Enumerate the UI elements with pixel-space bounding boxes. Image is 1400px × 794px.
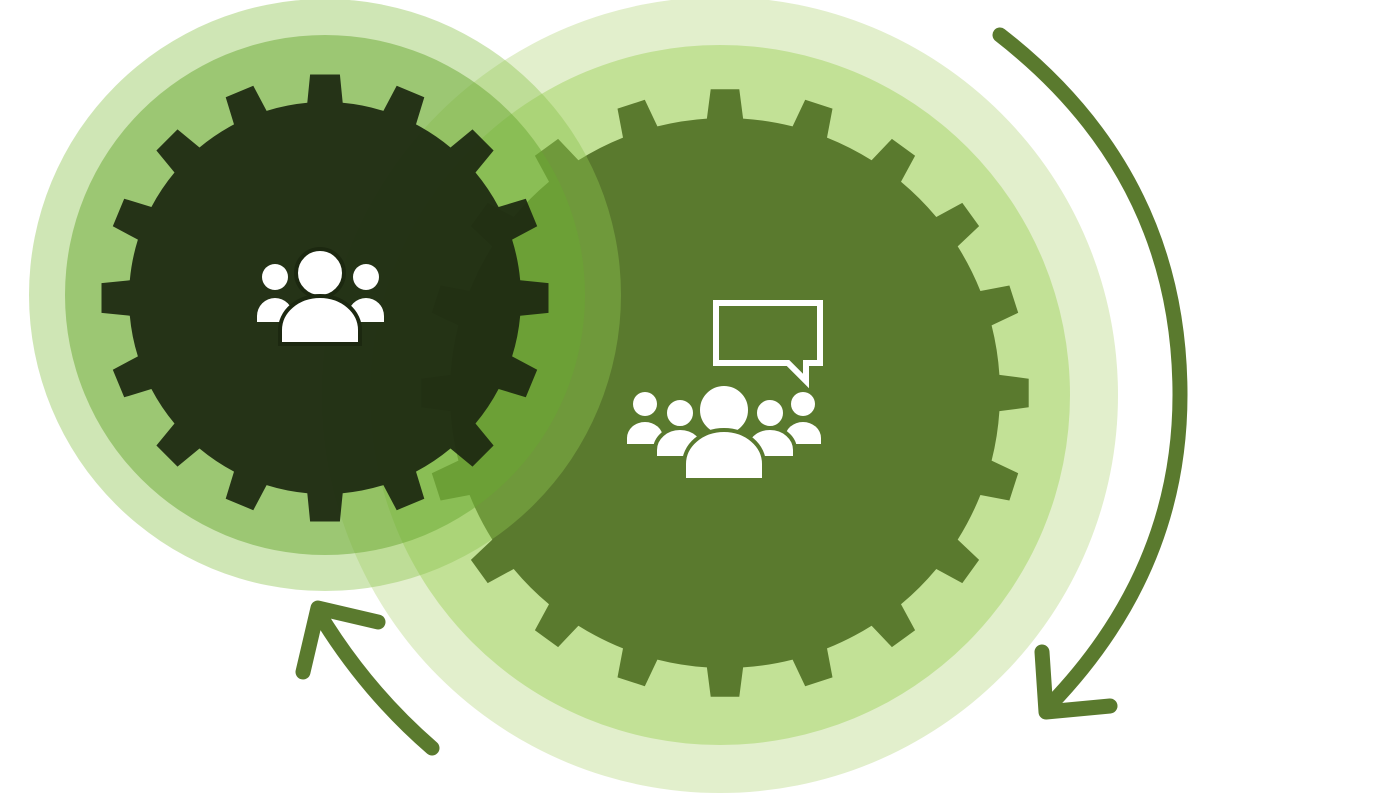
clockwise-arrow-icon xyxy=(992,27,1188,720)
group-discussion-icon xyxy=(627,300,823,482)
counterclockwise-arrow-icon xyxy=(295,600,440,756)
people-group-icon xyxy=(257,247,384,346)
speech-bubble-icon xyxy=(713,300,823,389)
